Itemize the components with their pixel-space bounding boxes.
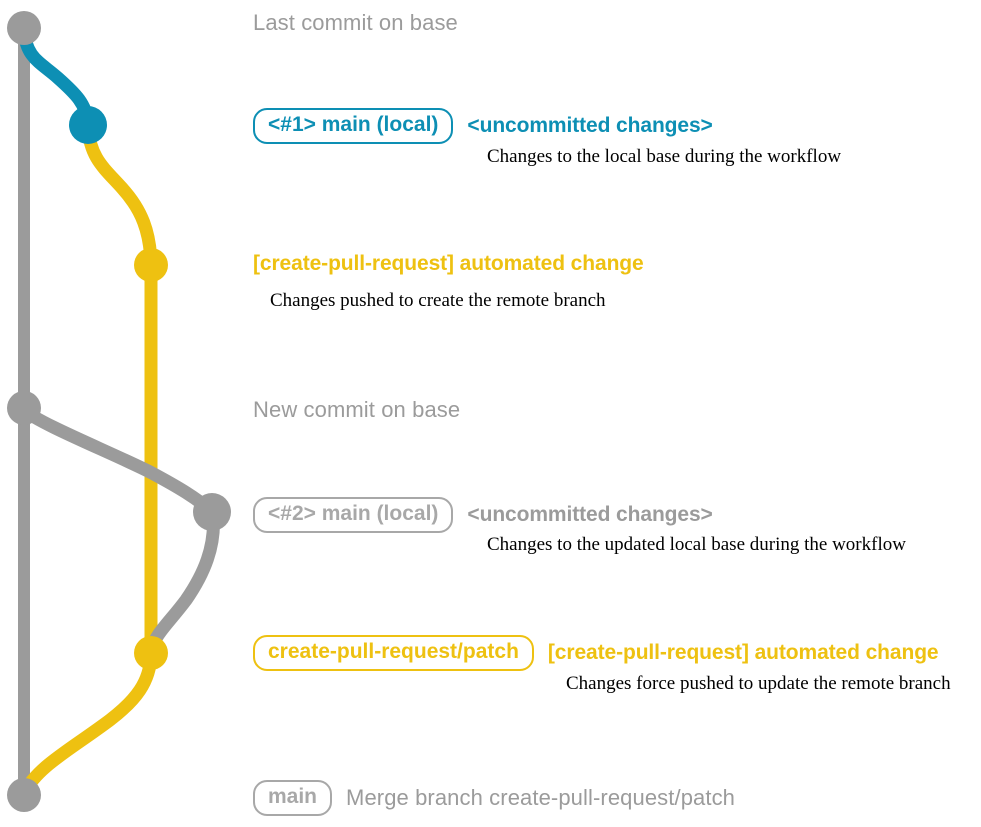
description-main-local-1: Changes to the local base during the wor… — [487, 146, 842, 167]
patch-merge-line — [17, 648, 158, 800]
branch-badge-create-pull-request-patch[interactable]: create-pull-request/patch — [253, 635, 534, 672]
local-update-node — [193, 493, 231, 531]
patch-commit-node-1 — [134, 248, 168, 282]
description-automated-change-2: Changes force pushed to update the remot… — [566, 673, 951, 694]
local-change-node — [69, 106, 107, 144]
description-main-local-2: Changes to the updated local base during… — [487, 534, 906, 555]
merge-commit-node — [7, 778, 41, 812]
new-base-commit-node — [7, 391, 41, 425]
commit-message-main-local-2: <uncommitted changes> — [467, 503, 713, 527]
description-automated-change-1: Changes pushed to create the remote bran… — [270, 290, 606, 311]
row-new-commit-on-base: New commit on base — [253, 397, 460, 423]
local-branch-line — [17, 23, 95, 130]
commit-message-automated-change-1: [create-pull-request] automated change — [253, 252, 644, 275]
row-main-local-2: <#2> main (local) <uncommitted changes> — [253, 497, 713, 534]
row-last-commit-on-base: Last commit on base — [253, 10, 458, 36]
patch-branch-line — [81, 120, 158, 270]
updated-local-branch-line — [17, 403, 217, 517]
commit-message-main-local-1: <uncommitted changes> — [467, 114, 713, 138]
row-merge-commit: main Merge branch create-pull-request/pa… — [253, 780, 736, 817]
commit-message-automated-change-2: [create-pull-request] automated change — [547, 641, 939, 665]
row-main-local-1: <#1> main (local) <uncommitted changes> — [253, 108, 713, 145]
commit-message-merge-commit: Merge branch create-pull-request/patch — [346, 785, 736, 811]
branch-badge-main-local-1[interactable]: <#1> main (local) — [253, 108, 454, 145]
base-head-node — [7, 11, 41, 45]
row-automated-change-2: create-pull-request/patch [create-pull-r… — [253, 635, 939, 672]
commit-message-last-commit-on-base: Last commit on base — [253, 10, 458, 35]
patch-commit-node-2 — [134, 636, 168, 670]
commit-message-new-commit-on-base: New commit on base — [253, 397, 461, 422]
branch-badge-main-local-2[interactable]: <#2> main (local) — [253, 497, 454, 534]
branch-badge-main[interactable]: main — [253, 780, 333, 817]
updated-local-to-patch-line — [144, 507, 220, 658]
row-automated-change-1: [create-pull-request] automated change — [253, 252, 644, 276]
